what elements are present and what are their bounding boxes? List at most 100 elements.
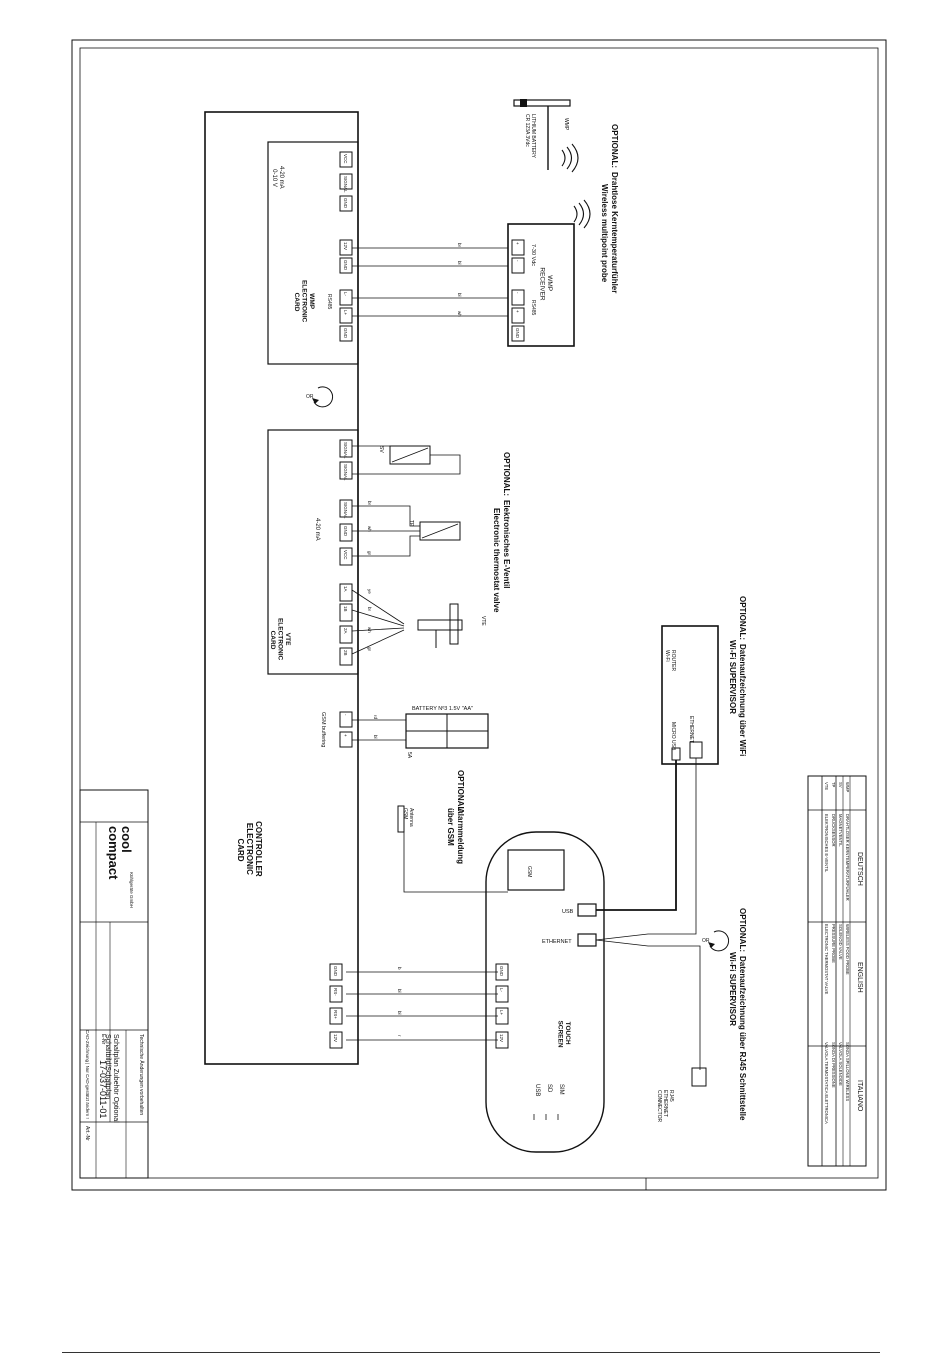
router-ethernet-label: ETHERNET [688,716,694,743]
legend-code: TP [831,782,836,788]
gsm-antenna-cable [403,832,508,893]
touch-wiring [346,971,498,1041]
router-cabling [595,758,701,1070]
vte-terminal-label: 1B [343,606,348,612]
controller-terminal-label: RS+ [333,1010,338,1019]
wmp-terminal-label: VCC [343,154,348,164]
battery-terminal-box [339,711,353,728]
router-label: ROUTER Wi-Fi [664,650,676,673]
vte-terminal-box [339,603,353,622]
legend-cell: SONDA DI PRESSIONE [831,1042,836,1088]
rj45-connector [691,1067,707,1087]
rotate-symbol-1: OR [306,386,334,408]
gsm-antenna [397,805,405,833]
wifi-optional-note: OPTIONAL:Datenaufzeichnung über WiFi Wi-… [728,596,747,759]
sv-tag: SV [378,446,384,453]
battery-wire-label: rd [373,715,378,719]
vte-optional-note: OPTIONAL:Elektronisches E-Ventil Electro… [492,452,511,613]
drawing-title: Schaltplan Zubehör Optional Schaltbild/S… [104,1034,119,1125]
router-ethernet-port [689,741,703,759]
controller-terminal-label: RS- [333,988,338,996]
tp-tag: TP [408,520,414,527]
controller-terminal-label: 12V [333,1034,338,1042]
ethernet-port-label: ETHERNET [542,939,572,945]
vte-valve-wire-label: ye [367,589,372,594]
wmp-terminal-label: L- [343,292,348,297]
probe-wireless-icon [561,143,579,173]
wmp-receiver-voltage: 7-30 Vdc [530,244,536,266]
vte-terminal-box [339,625,353,644]
vte-terminal-box [339,499,353,518]
legend-code: SV [838,782,843,788]
vte-terminal-label: GND [343,526,348,537]
vte-valve-wire-label: wh [367,627,372,633]
touch-slot-label: USB [534,1084,540,1096]
svg-text:OR: OR [306,394,314,400]
touch-wire-label: r [397,1035,402,1037]
legend-cell: VALVOLA SOLENOIDE [838,1042,843,1086]
touch-terminal-label: L- [499,988,504,993]
vte-terminal-box [339,647,353,666]
vte-valve-symbol [351,589,463,655]
rotate-symbol-2: OR [702,930,730,952]
vte-terminal-label: VCC [343,550,348,560]
wmp-probe-battery: LITHIUM BATTERY CR 123A 3Vdc [524,114,536,159]
receiver-terminal-box [511,307,525,324]
legend-cell: DRAHTLOSER KERNTEMPERATURFÜHLER [845,814,850,901]
wmp-wire-label: bl [457,261,462,265]
router-wifi [661,625,719,765]
outer-frame [71,39,887,1191]
controller-terminal-box [329,1007,343,1025]
legend-header: DEUTSCH [856,852,863,886]
usb-port [577,903,597,917]
legend-cell: PRESSURE PROBE [831,924,836,963]
router-micro-usb-label: MICRO USB [670,722,676,751]
legend-table [807,775,867,1167]
legend-cell: VALVOLA TERMOSTATICA ELETTRONICA [824,1042,829,1124]
wmp-probe-tag: WMP [563,118,569,131]
gsm-antenna-label: Antenna GSM [402,808,414,828]
wmp-terminal-box [339,173,353,190]
usb-port-label: USB [562,909,574,915]
wmp-probe [513,99,571,170]
wmp-terminal-box [339,239,353,256]
unit-label: E-Nr [100,1034,106,1045]
vte-electronic-card [267,429,359,675]
five-amp-label: 5A [406,752,412,759]
vte-tag: VTE [480,616,486,626]
legend-cell: DRUCKSENSOR [831,814,836,847]
receiver-terminal-label: - [515,292,520,294]
vte-terminal-box [339,583,353,602]
rj45-optional-note: OPTIONAL:Datenaufzeichnung über RJ45 Sch… [728,908,747,1123]
legend-code: VTE [824,782,829,790]
drawing-number: 17-037-011-01 [98,1060,108,1118]
gsm-module-label: GSM [526,866,532,877]
receiver-wireless-icon [573,199,591,229]
touch-terminal-label: L+ [499,1010,504,1016]
gsm-optional-note: OPTIONAL: Alarmmeldung über GSM [446,770,465,866]
touch-wire-label: b [397,967,402,970]
wmp-terminal-label: SIGNAL [343,176,348,193]
touch-terminal-label: GND [499,966,504,977]
receiver-terminal-label: - [515,260,520,262]
wmp-terminal-box [339,289,353,306]
wmp-terminal-box [339,307,353,324]
pressure-probe-symbol [352,505,461,557]
wmp-wiring [352,247,508,317]
wmp-terminal-box [339,257,353,274]
controller-terminal-box [329,963,343,981]
wmp-receiver-terminal-strip: +--+GND [511,239,525,342]
brand-tagline: Kühlgeräte GmbH [129,872,134,908]
receiver-terminal-label: + [515,310,520,313]
receiver-terminal-box [511,257,525,274]
battery-terminal-box [339,731,353,748]
vte-terminal-label: 2B [343,650,348,656]
wmp-rs485-label: RS485 [326,294,332,310]
